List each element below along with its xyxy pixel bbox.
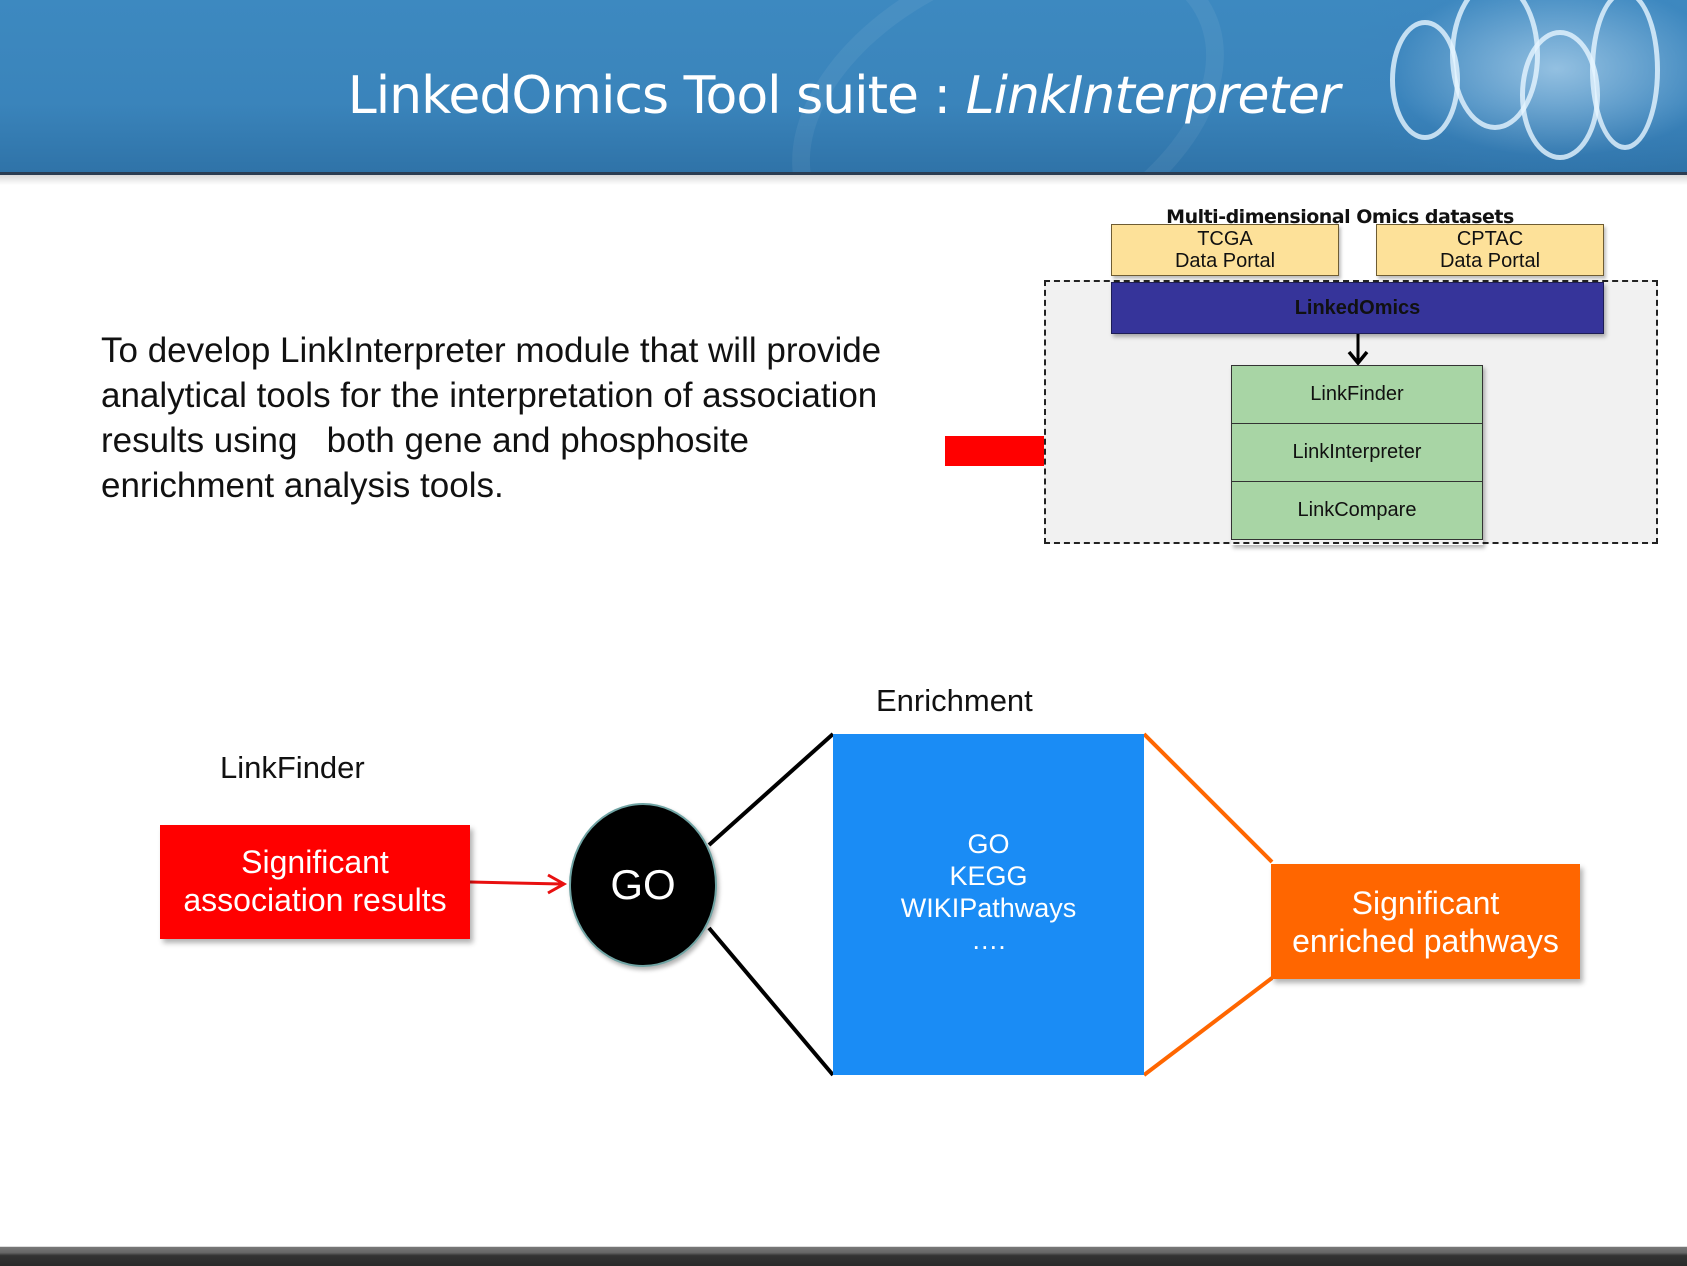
go-to-enrichment-top-line (707, 732, 835, 847)
module-linkfinder: LinkFinder (1231, 365, 1483, 424)
enrichment-databases-box: GO KEGG WIKIPathways …. (833, 734, 1144, 1075)
module-linkinterpreter: LinkInterpreter (1231, 423, 1483, 482)
down-arrow-icon (1347, 334, 1369, 366)
slide-title: LinkedOmics Tool suite : LinkInterpreter (0, 66, 1687, 126)
header-shadow (0, 175, 1687, 185)
linkedomics-platform-bar: LinkedOmics (1111, 282, 1604, 334)
module-stack: LinkFinder LinkInterpreter LinkCompare (1231, 365, 1483, 545)
source-to-go-arrowhead-icon (547, 873, 568, 895)
architecture-title: Multi-dimensional Omics datasets (1166, 206, 1514, 228)
box-line-1: Significant (241, 844, 389, 880)
portal-subtitle: Data Portal (1439, 250, 1541, 272)
protein-structure-graphic (1360, 0, 1687, 172)
slide-header: LinkedOmics Tool suite : LinkInterpreter (0, 0, 1687, 175)
portal-name: TCGA (1197, 228, 1253, 250)
enrichment-item: WIKIPathways (900, 893, 1077, 923)
cptac-portal-box: CPTAC Data Portal (1376, 224, 1604, 276)
module-linkcompare: LinkCompare (1231, 481, 1483, 540)
source-to-go-arrow-line (469, 880, 563, 886)
enrichment-item: KEGG (949, 861, 1028, 891)
enrichment-label: Enrichment (876, 683, 1033, 718)
enrichment-to-result-bottom-line (1142, 976, 1274, 1077)
significant-association-box: Significant association results (160, 825, 470, 939)
slide-footer-bar (0, 1246, 1687, 1266)
box-line-2: association results (183, 882, 447, 918)
enrichment-item: …. (971, 925, 1006, 955)
portal-name: CPTAC (1456, 228, 1524, 250)
enrichment-to-result-top-line (1142, 732, 1274, 864)
title-main: LinkedOmics Tool suite : (347, 66, 966, 126)
significant-pathways-box: Significant enriched pathways (1271, 864, 1580, 979)
title-italic: LinkInterpreter (965, 66, 1341, 126)
enrichment-item: GO (967, 829, 1010, 859)
linkfinder-label: LinkFinder (220, 750, 365, 785)
objective-text: To develop LinkInterpreter module that w… (101, 331, 882, 505)
portal-subtitle: Data Portal (1174, 250, 1276, 272)
tcga-portal-box: TCGA Data Portal (1111, 224, 1339, 276)
box-line-2: enriched pathways (1292, 923, 1559, 959)
go-to-enrichment-bottom-line (707, 926, 835, 1077)
go-node: GO (569, 803, 717, 967)
box-line-1: Significant (1351, 885, 1500, 921)
